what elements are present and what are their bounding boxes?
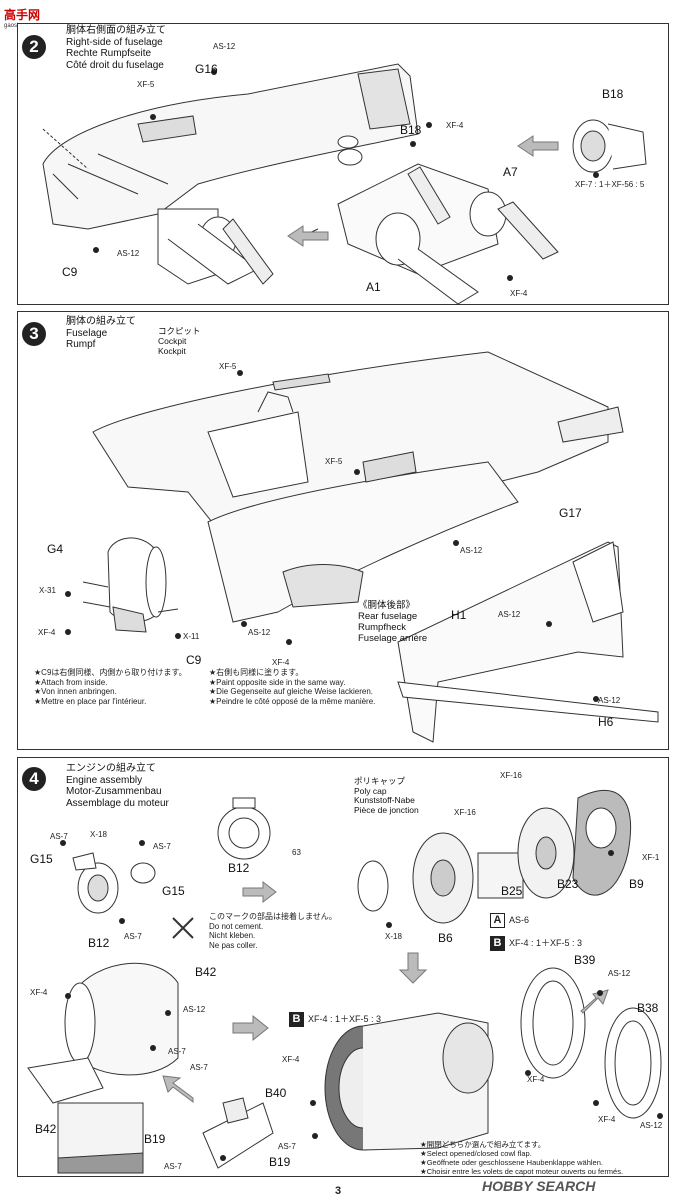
label-xf5: XF-5 — [137, 80, 155, 89]
label-xf4: XF-4 — [38, 628, 56, 637]
part-h1: H1 — [451, 608, 467, 622]
note-attach-inside: ★C9は右側同様、内側から取り付けます。★Attach from inside.… — [34, 668, 187, 706]
note-cowl-flap: ★開閉どちらか選んで組み立てます。★Select opened/closed c… — [420, 1140, 624, 1176]
part-b18-mid: B18 — [400, 123, 422, 137]
label-x31: X-31 — [39, 586, 56, 595]
label-as7-e: AS-7 — [190, 1063, 208, 1072]
part-c9: C9 — [62, 265, 78, 279]
label-as12: AS-12 — [213, 42, 236, 51]
label-as12-c: AS-12 — [640, 1121, 663, 1130]
label-as12-b: AS-12 — [248, 628, 271, 637]
label-xf4: XF-4 — [446, 121, 464, 130]
part-b42-a: B42 — [195, 965, 217, 979]
label-xf4-b: XF-4 — [272, 658, 290, 667]
label-as12-b: AS-12 — [608, 969, 631, 978]
label-as7-g: AS-7 — [278, 1142, 296, 1151]
label-xf5-b: XF-5 — [325, 457, 343, 466]
part-g15-b: G15 — [162, 884, 185, 898]
label-xf16-b: XF-16 — [454, 808, 476, 817]
part-a1: A1 — [366, 280, 381, 294]
note-paint-opposite: ★右側も同様に塗ります。★Paint opposite side in the … — [209, 668, 376, 706]
label-x11: X-11 — [183, 632, 200, 641]
part-g16: G16 — [195, 62, 218, 76]
part-b12-a: B12 — [88, 936, 110, 950]
part-c9: C9 — [186, 653, 202, 667]
label-as7-f: AS-7 — [164, 1162, 182, 1171]
label-xf4-b: XF-4 — [282, 1055, 300, 1064]
part-b19-b: B19 — [269, 1155, 291, 1169]
part-g4: G4 — [47, 542, 64, 556]
part-b23: B23 — [557, 877, 579, 891]
page-number: 3 — [335, 1185, 342, 1197]
no-cement-note: このマークの部品は接着しません。Do not cement. Nicht kle… — [209, 912, 337, 950]
label-as7-c: AS-7 — [124, 932, 142, 941]
step-4-diagram — [27, 789, 663, 1174]
watermark: HOBBY SEARCH — [482, 1178, 596, 1194]
part-b39: B39 — [574, 953, 596, 967]
label-as12-low: AS-12 — [117, 249, 140, 258]
part-b12-b: B12 — [228, 861, 250, 875]
part-b19-a: B19 — [144, 1132, 166, 1146]
step-3-number: 3 — [22, 322, 46, 346]
part-b25: B25 — [501, 884, 523, 898]
label-as7-b: AS-7 — [153, 842, 171, 851]
label-as12-a: AS-12 — [460, 546, 483, 555]
label-as12-a: AS-12 — [183, 1005, 206, 1014]
step-3-panel — [17, 311, 669, 750]
part-a7: A7 — [503, 165, 518, 179]
part-g17: G17 — [559, 506, 582, 520]
step-2-number: 2 — [22, 35, 46, 59]
label-x18-b: X-18 — [385, 932, 402, 941]
part-b18-right: B18 — [602, 87, 624, 101]
part-b42-b: B42 — [35, 1122, 57, 1136]
label-xf5-a: XF-5 — [219, 362, 237, 371]
part-h6: H6 — [598, 715, 614, 729]
part-b38: B38 — [637, 1001, 659, 1015]
label-xf16-a: XF-16 — [500, 771, 522, 780]
step-4-panel — [17, 757, 669, 1177]
step-4-number: 4 — [22, 767, 46, 791]
label-63: 63 — [292, 848, 301, 857]
label-xf1: XF-1 — [642, 853, 660, 862]
step-3-diagram — [65, 351, 659, 743]
label-xf4-a: XF-4 — [30, 988, 48, 997]
label-xf4-d: XF-4 — [598, 1115, 616, 1124]
step-2-diagram — [42, 63, 647, 304]
label-as7-d: AS-7 — [168, 1047, 186, 1056]
label-paint-mix: XF-7 : 1＋XF-56 : 5 — [575, 180, 645, 189]
label-as7-a: AS-7 — [50, 832, 68, 841]
part-b9: B9 — [629, 877, 644, 891]
part-b40: B40 — [265, 1086, 287, 1100]
label-as12-d: AS-12 — [598, 696, 621, 705]
label-as12-c: AS-12 — [498, 610, 521, 619]
step-2-panel — [17, 23, 669, 305]
label-xf4-low: XF-4 — [510, 289, 528, 298]
label-xf4-c: XF-4 — [527, 1075, 545, 1084]
part-b6: B6 — [438, 931, 453, 945]
part-g15-a: G15 — [30, 852, 53, 866]
label-x18-a: X-18 — [90, 830, 107, 839]
